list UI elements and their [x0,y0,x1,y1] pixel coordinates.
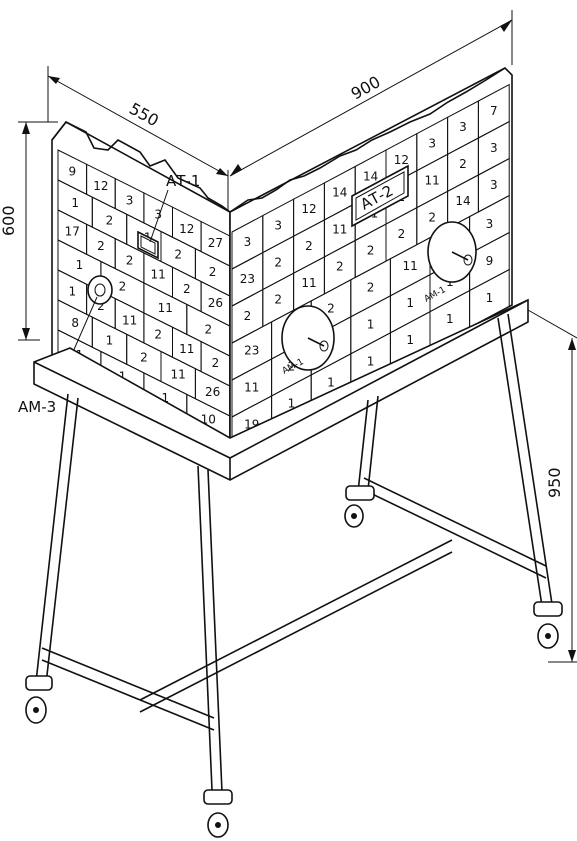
dimension-550-label: 550 [126,99,162,130]
right-brick-label-5-3: 1 [367,354,375,368]
am3-gauge [87,275,113,305]
right-brick-label-1-2: 2 [305,239,313,253]
right-brick-label-1-8: 3 [490,141,498,155]
dimension-950-label: 950 [545,467,564,498]
right-brick-label-2-8: 3 [490,178,498,192]
left-brick-label-2-0: 17 [65,225,80,239]
table-legs [35,313,553,793]
right-brick-label-2-0: 2 [244,309,252,323]
right-brick-label-0-1: 3 [274,218,282,232]
left-brick-label-4-5: 2 [212,356,220,370]
left-brick-label-5-0: 8 [71,316,79,330]
left-brick-label-3-0: 1 [76,258,84,272]
left-brick-label-2-2: 2 [126,253,134,267]
right-brick-label-2-4: 2 [367,243,375,257]
left-brick-label-4-2: 11 [122,313,137,327]
right-brick-label-0-6: 3 [428,137,436,151]
right-brick-label-2-1: 2 [274,292,282,306]
right-brick-label-1-6: 11 [425,174,440,188]
left-brick-label-0-3: 3 [154,208,162,222]
right-brick-label-3-4: 11 [403,259,418,273]
wheel-front-left [25,675,53,724]
right-brick-label-0-0: 3 [244,235,252,249]
left-brick-label-2-5: 26 [208,296,223,310]
right-brick-label-3-2: 2 [327,301,335,315]
right-brick-label-1-3: 11 [332,223,347,237]
left-brick-label-4-3: 2 [154,328,162,342]
left-brick-label-2-3: 11 [151,268,166,282]
right-brick-label-4-4: 1 [406,296,414,310]
left-brick-label-2-1: 2 [97,239,105,253]
left-brick-label-4-4: 11 [179,342,194,356]
left-brick-label-0-5: 27 [208,236,223,250]
am3-label: АМ-3 [18,398,56,416]
left-brick-label-4-0: 1 [68,285,76,299]
right-brick-label-1-7: 2 [459,157,467,171]
right-brick-label-2-5: 2 [398,227,406,241]
left-brick-label-0-4: 12 [179,222,194,236]
left-brick-label-6-2: 1 [161,391,169,405]
right-brick-label-4-0: 11 [244,381,259,395]
right-brick-label-2-7: 14 [455,194,470,208]
dimension-900-label: 900 [348,72,384,103]
right-brick-label-0-8: 7 [490,104,498,118]
left-brick-label-2-4: 2 [183,282,191,296]
at1-callout: АТ-1 [149,172,200,243]
wheel-back-middle [344,485,375,528]
right-brick-label-3-0: 23 [244,344,259,358]
right-brick-label-2-2: 11 [301,276,316,290]
dimension-600-label: 600 [0,205,18,236]
left-brick-label-0-1: 12 [93,179,108,193]
right-brick-label-0-4: 14 [363,169,378,183]
right-brick-label-3-3: 2 [367,280,375,294]
left-brick-label-3-1: 2 [119,280,127,294]
left-brick-label-4-1: 2 [97,299,105,313]
left-brick-label-5-4: 26 [205,385,220,399]
right-brick-label-0-2: 12 [301,202,316,216]
left-brick-label-1-4: 2 [209,265,217,279]
right-brick-label-1-0: 23 [240,272,255,286]
at1-label: АТ-1 [166,172,200,190]
left-brick-label-5-3: 11 [171,368,186,382]
right-brick-label-2-3: 2 [336,260,344,274]
right-brick-label-4-6: 9 [486,254,494,268]
left-brick-label-0-2: 3 [126,193,134,207]
right-brick-label-3-6: 3 [486,217,494,231]
dimension-950: 950 [527,309,577,663]
left-brick-label-3-2: 11 [158,301,173,315]
left-brick-label-0-0: 9 [68,165,76,179]
left-brick-label-1-0: 1 [71,196,79,210]
wall-top-edge [51,67,506,213]
left-brick-label-1-1: 2 [106,213,114,227]
right-brick-label-0-7: 3 [459,120,467,134]
left-brick-label-3-3: 2 [204,323,212,337]
right-brick-label-0-3: 14 [332,186,347,200]
right-brick-label-5-2: 1 [327,375,335,389]
left-brick-label-1-3: 2 [174,248,182,262]
right-brick-label-5-1: 1 [288,396,296,410]
right-brick-label-4-1: 2 [288,359,296,373]
right-brick-label-5-6: 1 [486,291,494,305]
left-brick-label-5-2: 2 [140,350,148,364]
right-brick-5-6 [469,268,510,329]
right-brick-label-2-6: 2 [428,211,436,225]
dimension-600: 600 [0,121,58,341]
left-brick-label-5-1: 1 [106,333,114,347]
right-brick-label-5-4: 1 [406,333,414,347]
wheel-front-middle [203,789,233,838]
wheel-back-right [533,601,563,649]
right-brick-label-0-5: 12 [394,153,409,167]
right-brick-label-4-3: 1 [367,317,375,331]
right-brick-label-5-5: 1 [446,312,454,326]
right-brick-label-1-1: 2 [274,255,282,269]
